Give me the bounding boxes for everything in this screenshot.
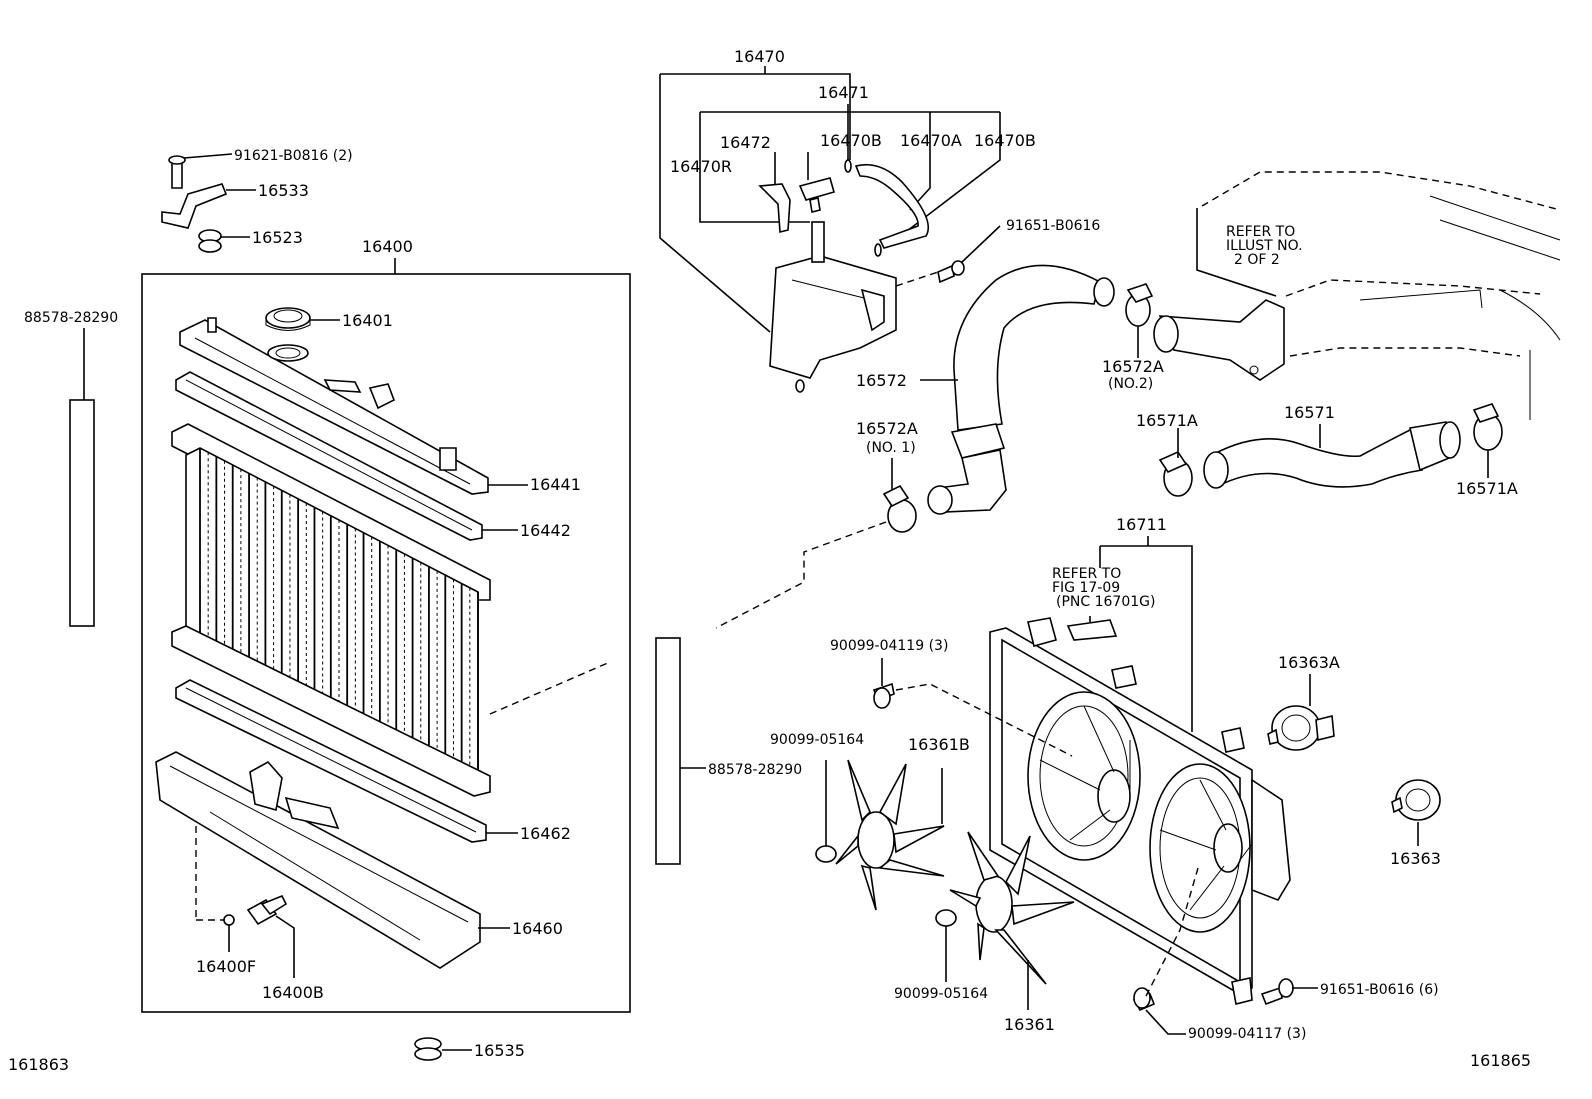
hose-clamp-no2-part — [1125, 283, 1154, 327]
radiator-cap-part — [265, 307, 311, 331]
engine-outline — [1201, 171, 1561, 420]
label-16572a-no2-sub: (NO.2) — [1108, 376, 1153, 392]
fan-nut-upper-part — [815, 845, 837, 863]
refer-illust-line2: ILLUST NO. — [1226, 238, 1303, 254]
hose-clip-part-2 — [874, 243, 882, 257]
reservoir-group — [659, 66, 1001, 393]
reservoir-bolt-part — [937, 260, 965, 284]
left-radiator-seal-part — [69, 399, 95, 627]
fan-motor-part — [1391, 779, 1441, 821]
label-90099-05164-upper: 90099-05164 — [770, 732, 864, 748]
label-88578-28290-left: 88578-28290 — [24, 310, 118, 326]
label-16572a-no1: 16572A — [856, 419, 918, 438]
label-16572: 16572 — [856, 371, 907, 390]
refer-illust-line3: 2 OF 2 — [1234, 252, 1280, 268]
label-16400: 16400 — [362, 237, 413, 256]
hose-clip-part — [844, 159, 852, 173]
reservoir-hose-part — [758, 183, 791, 234]
radiator-assembly-group — [69, 153, 631, 1061]
refer-fig-line3: (PNC 16701G) — [1056, 594, 1155, 610]
label-16442: 16442 — [520, 521, 571, 540]
label-16400f: 16400F — [196, 957, 256, 976]
lower-gasket-part — [175, 679, 487, 843]
label-91651-b0616: 91651-B0616 — [1006, 218, 1100, 234]
label-90099-04119: 90099-04119 (3) — [830, 638, 948, 654]
label-16363a: 16363A — [1278, 653, 1340, 672]
hoses-group — [715, 171, 1561, 629]
label-16711: 16711 — [1116, 515, 1167, 534]
shroud-bolt-lower-left-part — [1132, 987, 1156, 1012]
reservoir-cap-part — [798, 177, 835, 213]
drain-o-ring-part — [223, 914, 235, 926]
shroud-bolt-lower-right-part — [1260, 978, 1294, 1006]
upper-radiator-hose-part — [953, 264, 1101, 431]
figure-number-right: 161865 — [1470, 1051, 1531, 1070]
label-88578-28290-center: 88578-28290 — [708, 762, 802, 778]
label-16400b: 16400B — [262, 983, 324, 1002]
label-16441: 16441 — [530, 475, 581, 494]
drain-cock-part — [246, 894, 288, 926]
label-16462: 16462 — [520, 824, 571, 843]
label-16401: 16401 — [342, 311, 393, 330]
lower-hose-clamp-b-part — [1472, 403, 1503, 451]
label-16523: 16523 — [252, 228, 303, 247]
hose-clamp-no1-part — [882, 484, 917, 533]
refer-fig-line2: FIG 17-09 — [1052, 580, 1120, 596]
label-16572a-no2: 16572A — [1102, 357, 1164, 376]
label-16571: 16571 — [1284, 403, 1335, 422]
radiator-core-part — [171, 423, 491, 797]
reservoir-tank-part — [769, 221, 897, 393]
label-16361: 16361 — [1004, 1015, 1055, 1034]
label-16460: 16460 — [512, 919, 563, 938]
figure-number-left: 161863 — [8, 1055, 69, 1074]
fan-shroud-part — [989, 617, 1291, 1005]
fan-left-part — [835, 759, 945, 911]
label-16470b-second: 16470B — [974, 131, 1036, 150]
radiator-assembly-frame — [141, 273, 631, 1013]
fan-right-part — [949, 831, 1075, 985]
label-90099-04117: 90099-04117 (3) — [1188, 1026, 1306, 1042]
label-16470b-first: 16470B — [820, 131, 882, 150]
label-16572a-no1-sub: (NO. 1) — [866, 440, 916, 456]
label-16571a-second: 16571A — [1456, 479, 1518, 498]
upper-tank-part — [179, 317, 489, 495]
refer-illust-line1: REFER TO — [1226, 224, 1295, 240]
center-radiator-seal-part — [655, 637, 681, 865]
refer-fig-line1: REFER TO — [1052, 566, 1121, 582]
upper-gasket-part — [175, 371, 483, 541]
label-16470a: 16470A — [900, 131, 962, 150]
label-16470: 16470 — [734, 47, 785, 66]
upper-bracket-part — [161, 155, 228, 229]
shroud-label-part — [1066, 619, 1118, 641]
fan-motor-a-part — [1267, 705, 1335, 751]
label-16471: 16471 — [818, 83, 869, 102]
part-labels: 16470 16471 16472 16470B 16470A 16470B 1… — [8, 47, 1531, 1074]
label-16472: 16472 — [720, 133, 771, 152]
label-16470r: 16470R — [670, 157, 732, 176]
label-90099-05164-lower: 90099-05164 — [894, 986, 988, 1002]
overflow-hose-part — [854, 163, 930, 249]
label-16361b: 16361B — [908, 735, 970, 754]
label-91651-b0616-6: 91651-B0616 (6) — [1320, 982, 1439, 998]
label-16571a-first: 16571A — [1136, 411, 1198, 430]
fan-nut-lower-part — [935, 909, 957, 927]
label-16533: 16533 — [258, 181, 309, 200]
fan-shroud-group — [872, 536, 1318, 1035]
label-16535: 16535 — [474, 1041, 525, 1060]
label-91621-b0816: 91621-B0816 (2) — [234, 148, 353, 164]
lower-hose-clamp-a-part — [1158, 450, 1193, 497]
shroud-bolt-upper-part — [872, 682, 895, 709]
label-16363: 16363 — [1390, 849, 1441, 868]
bottom-grommet-part — [414, 1037, 442, 1061]
lower-radiator-hose-part — [1213, 426, 1423, 488]
water-outlet-part — [1153, 299, 1285, 381]
grommet-part — [198, 229, 222, 253]
lower-tank-part — [155, 751, 481, 969]
